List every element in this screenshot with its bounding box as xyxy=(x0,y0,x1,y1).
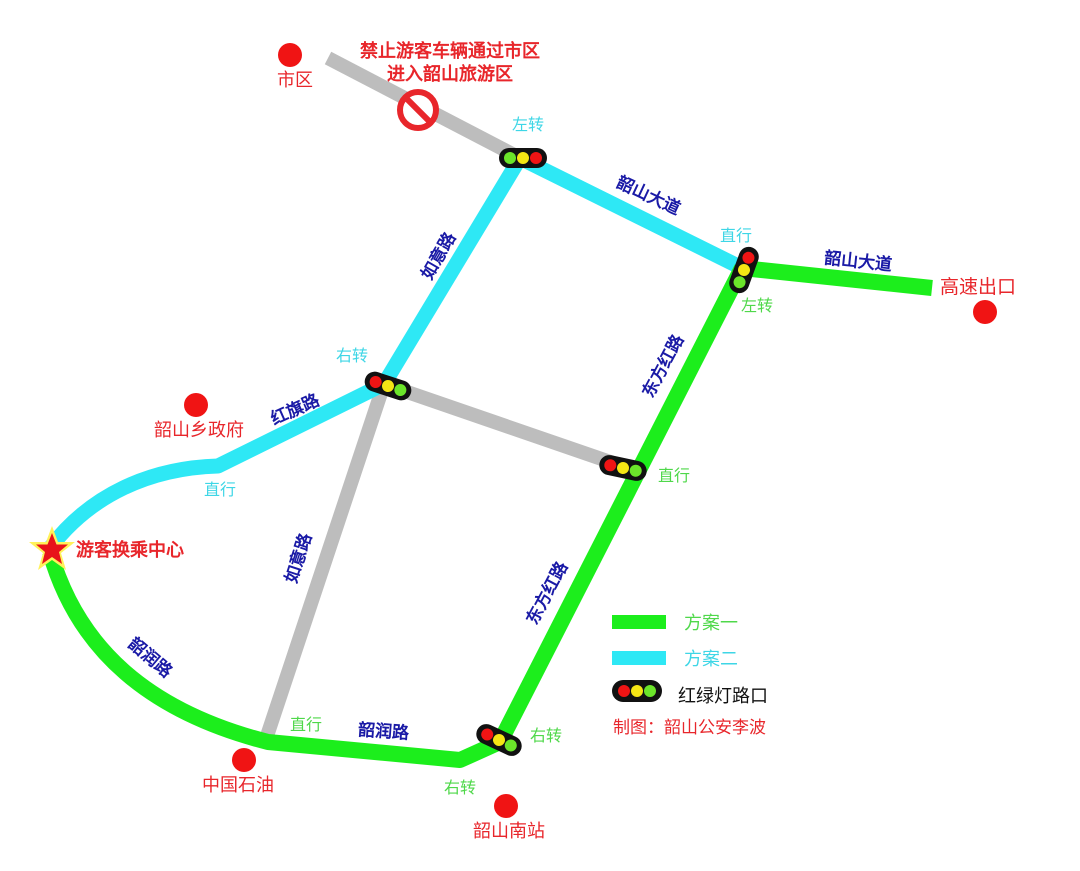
notice-line-2: 进入韶山旅游区 xyxy=(387,64,513,86)
place-label-township-gov: 韶山乡政府 xyxy=(154,420,244,441)
turn-label-south-bend-right: 右转 xyxy=(444,778,477,797)
hub-label: 游客换乘中心 xyxy=(76,540,184,561)
road-ruyi-north-cyan xyxy=(377,154,527,388)
plan2-route xyxy=(44,151,746,553)
place-dots xyxy=(184,43,997,818)
legend-item-plan2: 方案二 xyxy=(612,645,738,671)
turn-label-east-straight: 直行 xyxy=(720,226,753,245)
map-credit: 制图：韶山公安李波 xyxy=(613,718,766,738)
road-shaorun-green xyxy=(42,549,504,768)
no-entry-icon xyxy=(397,89,439,131)
road-hongqi-cyan xyxy=(44,377,388,553)
place-dot-petrochina xyxy=(232,748,256,772)
traffic-light-icon xyxy=(729,246,759,294)
turn-label-hongqi-straight: 直行 xyxy=(204,480,237,499)
legend-label-plan1: 方案一 xyxy=(684,613,738,634)
turn-label-top-left: 左转 xyxy=(512,115,545,134)
legend-swatch-plan1 xyxy=(612,615,666,629)
restriction-notice: 禁止游客车辆通过市区 进入韶山旅游区 xyxy=(360,40,540,87)
traffic-light-icon xyxy=(364,371,412,401)
road-label-shaorun-south: 韶润路 xyxy=(357,720,410,744)
legend-label-traffic-light: 红绿灯路口 xyxy=(678,686,768,707)
road-connector-mid xyxy=(381,377,625,473)
place-dot-south-station xyxy=(494,794,518,818)
traffic-light-icon xyxy=(599,455,647,481)
turn-label-mid-right: 右转 xyxy=(336,346,369,365)
place-label-south-station: 韶山南站 xyxy=(473,821,545,842)
place-label-city: 市区 xyxy=(277,70,313,91)
place-label-highway-exit: 高速出口 xyxy=(940,276,1017,298)
road-shaoshan-avenue-cyan xyxy=(516,151,746,275)
legend-item-traffic-light: 红绿灯路口 xyxy=(678,682,768,708)
place-label-petrochina: 中国石油 xyxy=(202,775,274,796)
traffic-light-icon xyxy=(499,148,547,168)
turn-label-dfh-straight: 直行 xyxy=(658,466,691,485)
turn-label-petro-straight: 直行 xyxy=(290,715,323,734)
road-dongfanghong-green xyxy=(492,264,750,746)
star-icon xyxy=(29,526,75,570)
turn-label-east-left: 左转 xyxy=(741,296,774,315)
road-ruyi-south xyxy=(258,381,391,745)
legend-label-plan2: 方案二 xyxy=(684,649,738,670)
place-dot-city xyxy=(278,43,302,67)
traffic-light-icon xyxy=(476,724,522,756)
place-dot-highway-exit xyxy=(973,300,997,324)
place-dot-township-gov xyxy=(184,393,208,417)
turn-label-south-right-upper: 右转 xyxy=(530,726,563,745)
notice-line-1: 禁止游客车辆通过市区 xyxy=(360,41,540,62)
legend-item-plan1: 方案一 xyxy=(612,609,738,635)
legend-traffic-light-icon xyxy=(612,680,662,702)
road-shaoshan-avenue-green xyxy=(741,260,933,296)
plan1-route xyxy=(42,260,933,768)
legend-swatch-plan2 xyxy=(612,651,666,665)
